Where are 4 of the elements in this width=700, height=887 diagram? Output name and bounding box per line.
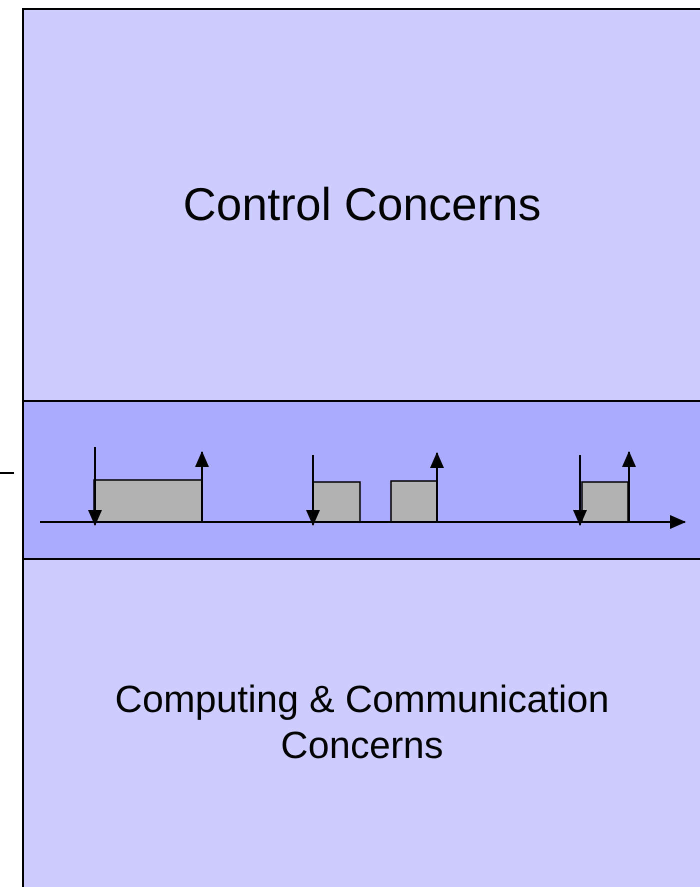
concern-panel — [22, 558, 700, 887]
concern-panel — [22, 8, 700, 402]
panel-title: Computing & Communication Concerns — [114, 678, 610, 769]
panel-title: Control Concerns — [183, 177, 541, 232]
